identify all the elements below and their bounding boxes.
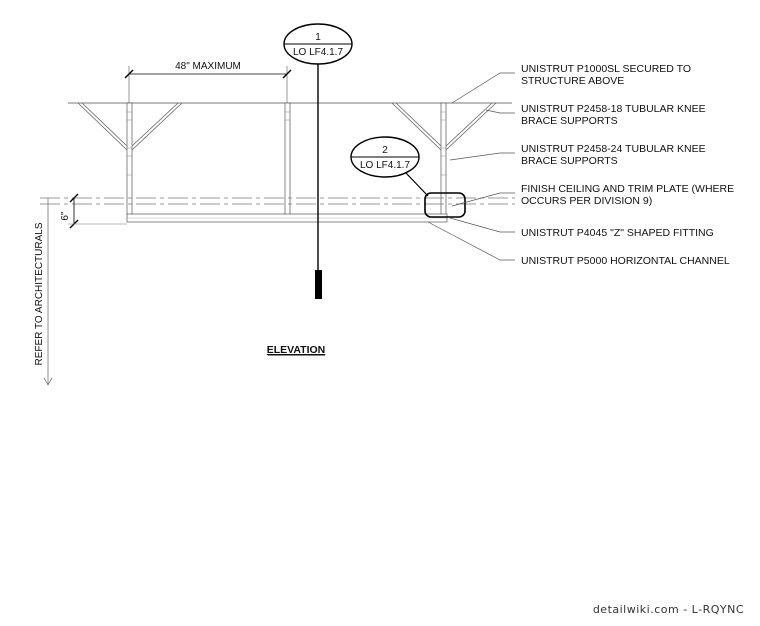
refer-arrow: REFER TO ARCHITECTURALS <box>34 198 53 386</box>
notes: UNISTRUT P1000SL SECURED TO STRUCTURE AB… <box>521 63 734 267</box>
note-1-line2: STRUCTURE ABOVE <box>521 75 624 87</box>
note-5-line1: UNISTRUT P4045 "Z" SHAPED FITTING <box>521 227 714 239</box>
callout-1-ref: LO LF4.1.7 <box>293 47 343 58</box>
finish-ceiling-line <box>40 197 515 205</box>
dimension-6in: 6" <box>60 193 127 229</box>
note-1-line1: UNISTRUT P1000SL SECURED TO <box>521 63 691 75</box>
dimension-6-label: 6" <box>60 211 71 221</box>
note-6-line1: UNISTRUT P5000 HORIZONTAL CHANNEL <box>521 255 730 267</box>
knee-brace-left <box>77 102 183 151</box>
callout-1: 1 LO LF4.1.7 <box>283 23 353 299</box>
note-2-line2: BRACE SUPPORTS <box>521 115 618 127</box>
callout-1-num: 1 <box>315 32 321 43</box>
callout-2-ref: LO LF4.1.7 <box>360 160 410 171</box>
dimension-48-max: 48" MAXIMUM <box>124 61 292 103</box>
note-3-line2: BRACE SUPPORTS <box>521 155 618 167</box>
note-3-line1: UNISTRUT P2458-24 TUBULAR KNEE <box>521 143 706 155</box>
drawing-title: ELEVATION <box>267 344 326 356</box>
knee-brace-right <box>391 102 497 151</box>
callout-2-num: 2 <box>382 145 388 156</box>
refer-label: REFER TO ARCHITECTURALS <box>34 222 45 365</box>
callout-2: 2 LO LF4.1.7 <box>350 136 429 197</box>
dimension-label: 48" MAXIMUM <box>175 61 241 72</box>
note-2-line1: UNISTRUT P2458-18 TUBULAR KNEE <box>521 103 706 115</box>
detail-box <box>424 192 466 218</box>
watermark: detailwiki.com - L-RQYNC <box>592 603 744 616</box>
note-4-line2: OCCURS PER DIVISION 9) <box>521 195 652 207</box>
leader-lines <box>427 72 515 261</box>
note-4-line1: FINISH CEILING AND TRIM PLATE (WHERE <box>521 183 734 195</box>
